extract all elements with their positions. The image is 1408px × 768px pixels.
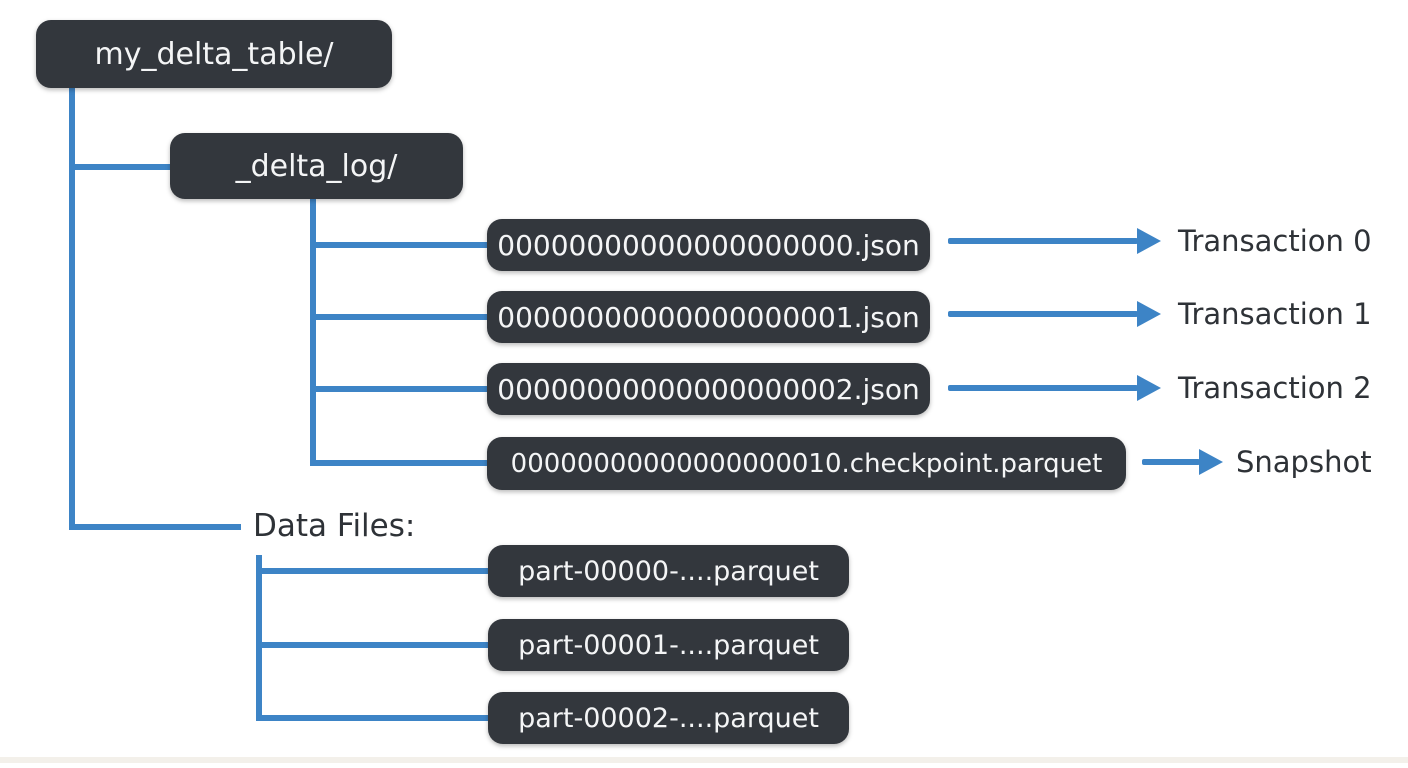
json-0-filename: 00000000000000000000.json — [497, 228, 920, 262]
transaction-2-text: Transaction 2 — [1178, 371, 1372, 405]
part-1-filename: part-00001-....parquet — [518, 629, 819, 661]
folder-node-root: my_delta_table/ — [36, 20, 392, 88]
transaction-0-text: Transaction 0 — [1178, 224, 1372, 258]
arrow-head-transaction-2-icon — [1137, 375, 1161, 401]
root-stem-line — [69, 87, 75, 530]
snapshot-text: Snapshot — [1236, 445, 1372, 479]
file-node-part-2: part-00002-....parquet — [488, 692, 849, 744]
arrow-head-transaction-1-icon — [1137, 301, 1161, 327]
arrow-transaction-1 — [948, 311, 1138, 317]
delta-log-folder-name: _delta_log/ — [235, 148, 398, 184]
delta-log-stem-line — [310, 199, 316, 466]
branch-to-data-files — [69, 524, 241, 530]
file-node-json-1: 00000000000000000001.json — [487, 291, 930, 343]
json-2-filename: 00000000000000000002.json — [497, 372, 920, 406]
part-2-filename: part-00002-....parquet — [518, 702, 819, 734]
branch-to-json-0 — [310, 242, 487, 248]
part-0-filename: part-00000-....parquet — [518, 555, 819, 587]
branch-to-checkpoint — [310, 460, 487, 466]
data-files-stem-line — [256, 555, 262, 721]
arrow-snapshot — [1142, 459, 1200, 465]
arrow-head-snapshot-icon — [1199, 449, 1223, 475]
branch-to-part-1 — [256, 642, 488, 648]
branch-to-json-1 — [310, 314, 487, 320]
checkpoint-filename: 00000000000000000010.checkpoint.parquet — [510, 448, 1103, 479]
arrow-transaction-2 — [948, 385, 1138, 391]
transaction-1-text: Transaction 1 — [1178, 297, 1372, 331]
folder-node-delta-log: _delta_log/ — [170, 133, 463, 199]
arrow-transaction-0 — [948, 238, 1138, 244]
root-folder-name: my_delta_table/ — [94, 36, 334, 72]
file-node-part-1: part-00001-....parquet — [488, 619, 849, 671]
file-node-checkpoint: 00000000000000000010.checkpoint.parquet — [487, 437, 1126, 490]
bottom-edge-strip — [0, 757, 1408, 763]
branch-to-json-2 — [310, 386, 487, 392]
file-node-json-2: 00000000000000000002.json — [487, 363, 930, 415]
branch-to-part-0 — [256, 568, 488, 574]
branch-to-delta-log — [69, 164, 170, 170]
data-files-text: Data Files: — [253, 508, 416, 544]
file-node-json-0: 00000000000000000000.json — [487, 219, 930, 271]
file-node-part-0: part-00000-....parquet — [488, 545, 849, 597]
arrow-head-transaction-0-icon — [1137, 228, 1161, 254]
branch-to-part-2 — [256, 715, 488, 721]
json-1-filename: 00000000000000000001.json — [497, 300, 920, 334]
